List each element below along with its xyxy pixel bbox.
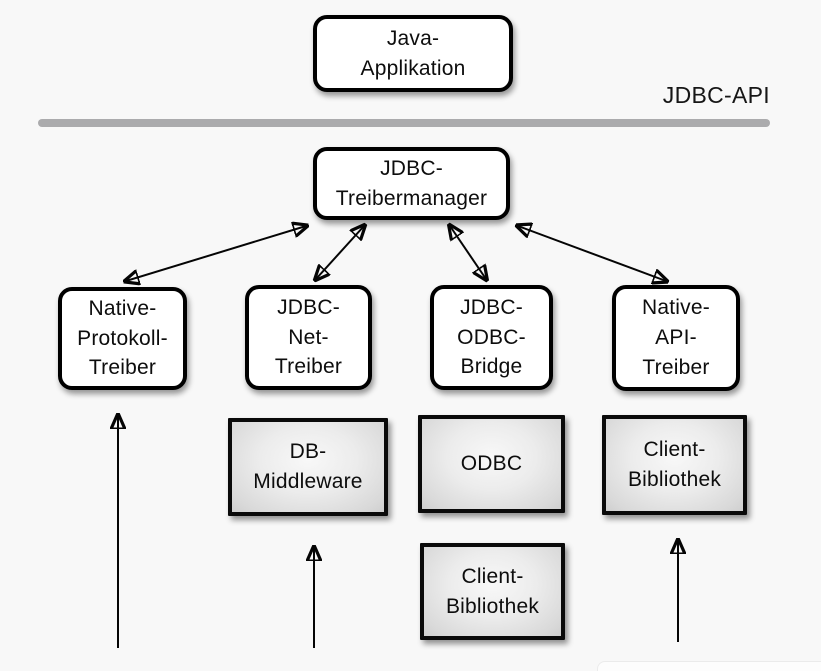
node-jdbc-odbc-bridge: JDBC- ODBC- Bridge <box>430 285 553 390</box>
node-odbc-label: ODBC <box>460 452 523 476</box>
node-client-bibliothek-mid: Client- Bibliothek <box>602 415 747 515</box>
arrow-treibermanager-jdbc-net <box>316 226 364 279</box>
jdbc-api-divider-line <box>38 119 770 127</box>
node-java-application: Java- Applikation <box>313 15 513 92</box>
node-native-protokoll-treiber-label: Native- Protokoll- Treiber <box>77 296 168 380</box>
node-client-bibliothek-bottom: Client- Bibliothek <box>420 543 565 640</box>
node-jdbc-net-treiber-label: JDBC- Net- Treiber <box>274 295 343 379</box>
arrow-treibermanager-native-api <box>518 226 666 281</box>
node-db-middleware: DB- Middleware <box>228 418 388 516</box>
jdbc-api-label: JDBC-API <box>662 82 770 108</box>
cutoff-box-bottom-right <box>597 661 821 671</box>
arrow-treibermanager-native-protokoll <box>126 226 306 281</box>
node-odbc: ODBC <box>418 415 565 513</box>
node-native-api-treiber-label: Native- API- Treiber <box>642 296 710 379</box>
arrow-treibermanager-jdbc-odbc <box>450 226 486 279</box>
node-native-protokoll-treiber: Native- Protokoll- Treiber <box>58 287 187 390</box>
node-client-bibliothek-mid-label: Client- Bibliothek <box>627 438 722 491</box>
node-jdbc-odbc-bridge-label: JDBC- ODBC- Bridge <box>457 295 526 379</box>
node-jdbc-net-treiber: JDBC- Net- Treiber <box>245 285 372 390</box>
node-db-middleware-label: DB- Middleware <box>253 440 363 493</box>
node-java-application-label: Java- Applikation <box>360 26 466 80</box>
node-client-bibliothek-bottom-label: Client- Bibliothek <box>445 564 540 618</box>
node-native-api-treiber: Native- API- Treiber <box>612 285 740 391</box>
node-jdbc-treibermanager: JDBC- Treibermanager <box>313 147 510 220</box>
node-jdbc-treibermanager-label: JDBC- Treibermanager <box>335 156 488 210</box>
